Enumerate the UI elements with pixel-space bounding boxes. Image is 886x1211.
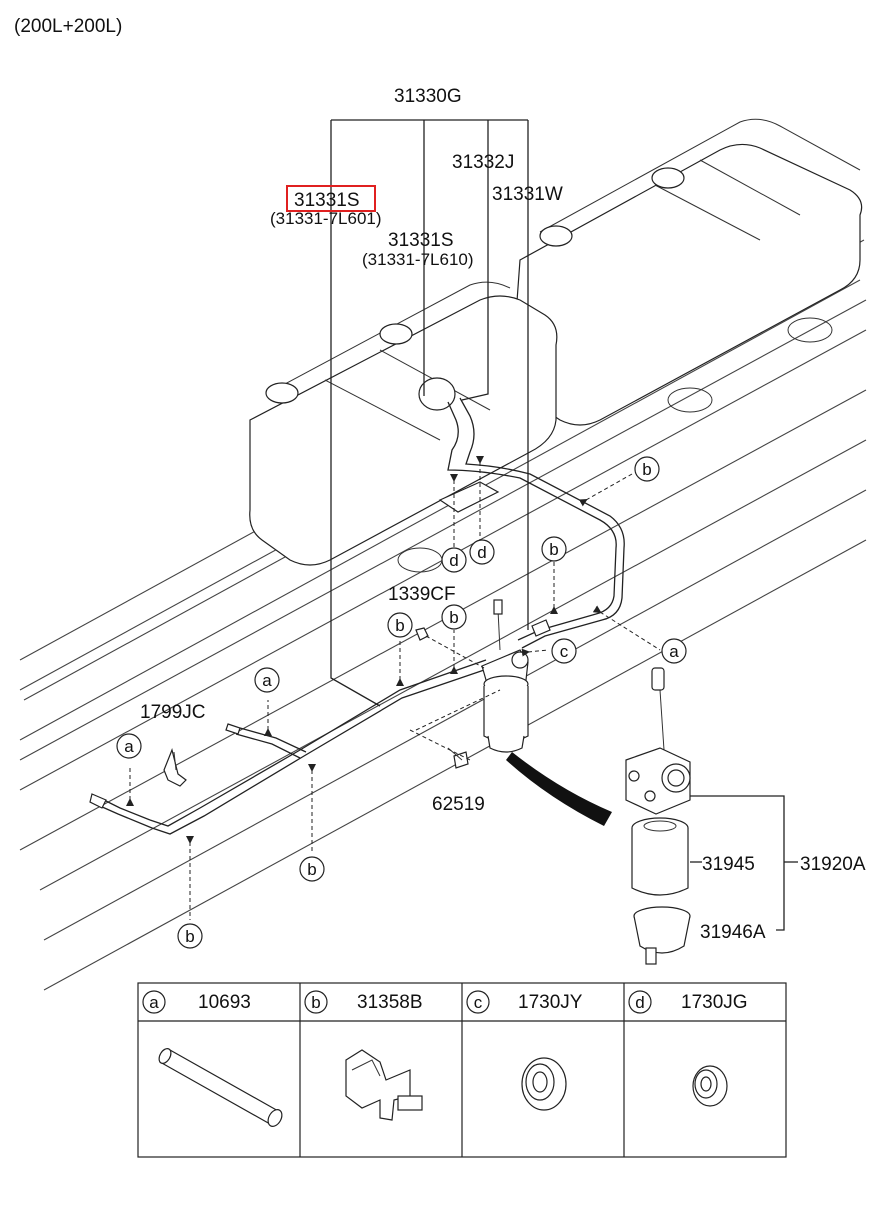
legend-part-c: 1730JY bbox=[518, 992, 583, 1013]
callout-b: b bbox=[541, 536, 567, 562]
svg-text:a: a bbox=[124, 737, 134, 756]
svg-text:b: b bbox=[449, 608, 458, 627]
grommet-large-icon bbox=[521, 1057, 567, 1111]
filter-bowl-exploded bbox=[633, 906, 691, 965]
callout-c: c bbox=[551, 638, 577, 664]
leader-lines bbox=[126, 456, 661, 920]
legend-cell-c: c 1730JY bbox=[466, 990, 583, 1111]
svg-text:a: a bbox=[149, 993, 159, 1012]
legend-table: a 10693 b 31358B c 1730JY bbox=[137, 982, 787, 1158]
svg-text:d: d bbox=[449, 551, 458, 570]
filter-element-exploded bbox=[631, 817, 689, 896]
legend-part-d: 1730JG bbox=[681, 992, 748, 1013]
svg-text:d: d bbox=[635, 993, 644, 1012]
clamp-1799jc-icon bbox=[163, 748, 187, 787]
label-31331s-highlight[interactable]: 31331S bbox=[294, 190, 360, 211]
filter-head-exploded bbox=[625, 667, 691, 815]
filter-bracket-lines bbox=[690, 795, 798, 931]
label-1799jc: 1799JC bbox=[140, 702, 206, 723]
legend-part-b: 31358B bbox=[357, 992, 423, 1013]
svg-text:c: c bbox=[560, 642, 569, 661]
label-1339cf: 1339CF bbox=[388, 584, 456, 605]
svg-text:c: c bbox=[474, 993, 483, 1012]
highlight-box[interactable] bbox=[286, 185, 376, 212]
label-31946a: 31946A bbox=[700, 922, 766, 943]
svg-text:a: a bbox=[262, 671, 272, 690]
svg-text:d: d bbox=[477, 543, 486, 562]
callout-b: b bbox=[177, 923, 203, 949]
svg-text:b: b bbox=[395, 616, 404, 635]
svg-text:b: b bbox=[311, 993, 320, 1012]
legend-cell-d: d 1730JG bbox=[628, 990, 748, 1107]
callout-a: a bbox=[661, 638, 687, 664]
svg-text:b: b bbox=[642, 460, 651, 479]
grommet-small-icon bbox=[692, 1065, 728, 1107]
label-62519: 62519 bbox=[432, 794, 485, 815]
svg-text:b: b bbox=[307, 860, 316, 879]
label-31331s: 31331S bbox=[388, 230, 454, 251]
part-number-leaders bbox=[330, 119, 529, 707]
fuel-filter-installed bbox=[481, 599, 529, 753]
label-31945: 31945 bbox=[702, 854, 755, 875]
fuel-tank-front bbox=[249, 281, 558, 573]
callout-b: b bbox=[299, 856, 325, 882]
legend-part-a: 10693 bbox=[198, 992, 251, 1013]
svg-text:b: b bbox=[549, 540, 558, 559]
legend-cell-b: b 31358B bbox=[304, 990, 423, 1121]
label-31920a: 31920A bbox=[800, 854, 866, 875]
callout-b: b bbox=[387, 612, 413, 638]
callout-b: b bbox=[441, 604, 467, 630]
legend-cell-a: a 10693 bbox=[142, 990, 283, 1127]
callout-d: d bbox=[469, 539, 495, 565]
fuel-tank-rear bbox=[511, 118, 863, 426]
label-31330g: 31330G bbox=[394, 86, 462, 107]
callout-a: a bbox=[116, 733, 142, 759]
bolt-62519-icon bbox=[447, 747, 469, 769]
clip-icon bbox=[345, 1049, 423, 1121]
callout-a: a bbox=[254, 667, 280, 693]
variant-label: (200L+200L) bbox=[14, 16, 122, 37]
nut-1339cf-icon bbox=[415, 627, 429, 641]
svg-text:b: b bbox=[185, 927, 194, 946]
label-31331s-sub: (31331-7L610) bbox=[362, 250, 474, 269]
callout-b: b bbox=[634, 456, 660, 482]
hose-piece-icon bbox=[158, 1048, 283, 1127]
label-31331w: 31331W bbox=[492, 184, 563, 205]
exploded-view-arrow bbox=[506, 752, 612, 826]
svg-text:a: a bbox=[669, 642, 679, 661]
callout-d: d bbox=[441, 547, 467, 573]
fuel-lines bbox=[89, 397, 625, 835]
label-31331s-highlight-sub: (31331-7L601) bbox=[270, 209, 382, 228]
label-31332j: 31332J bbox=[452, 152, 514, 173]
